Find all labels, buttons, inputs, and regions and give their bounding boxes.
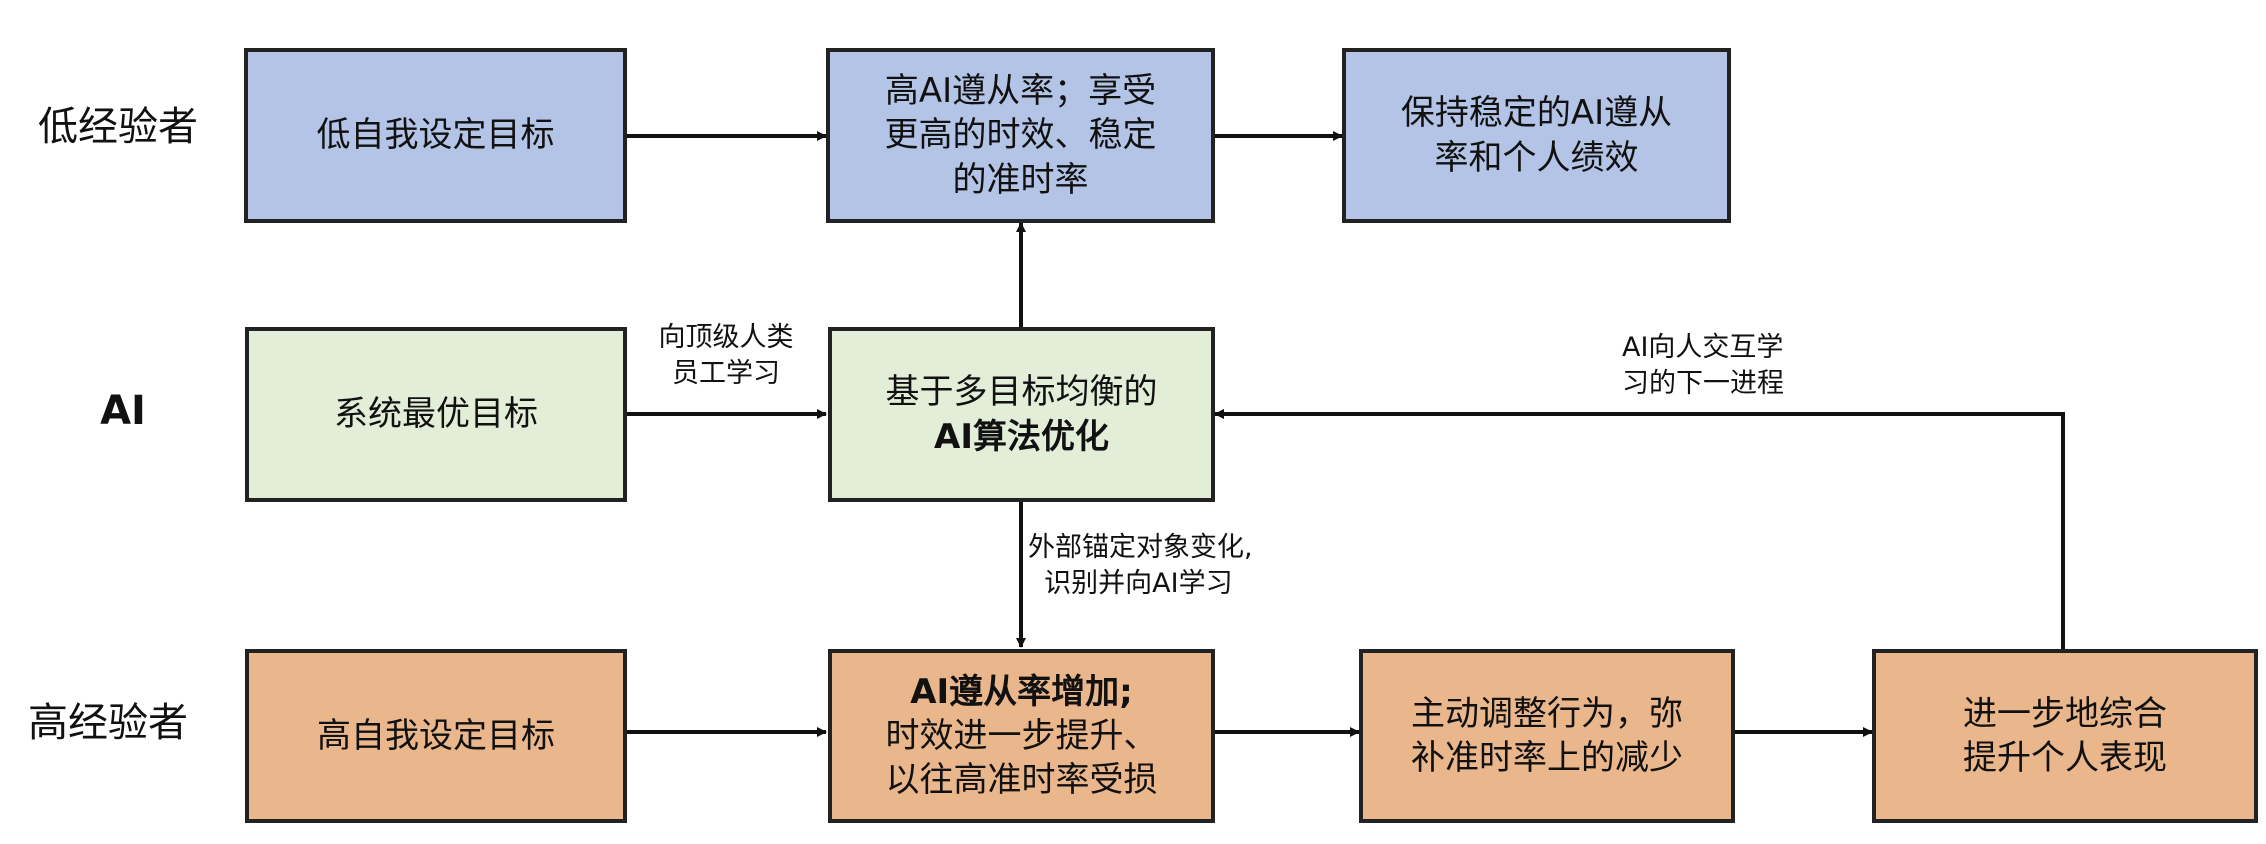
box-ai-goal: 系统最优目标 (245, 327, 627, 502)
box-text: 补准时率上的减少 (1411, 738, 1683, 778)
box-text: 系统最优目标 (334, 394, 538, 435)
box-text: 时效进一步提升、 (885, 715, 1158, 756)
box-text: AI遵从率增加; (910, 671, 1133, 712)
edge-text: 向顶级人类 (658, 322, 794, 353)
box-low-goal: 低自我设定目标 (244, 48, 627, 223)
box-text: 低自我设定目标 (316, 115, 555, 156)
row-label-ai: AI (100, 388, 146, 434)
row-label-high-experience: 高经验者 (28, 700, 188, 746)
box-text: 率和个人绩效 (1434, 137, 1639, 178)
edge-label-feedback: AI向人交互学 习的下一进程 (1622, 330, 1784, 403)
row-label-low-experience: 低经验者 (38, 104, 198, 150)
box-low-compliance: 高AI遵从率；享受 更高的时效、稳定 的准时率 (826, 48, 1215, 223)
edge-text: 外部锚定对象变化, (1028, 532, 1253, 563)
box-text: AI算法优化 (934, 416, 1109, 457)
box-high-adjust: 主动调整行为，弥 补准时率上的减少 (1359, 649, 1735, 823)
box-high-outcome: 进一步地综合 提升个人表现 (1872, 649, 2258, 823)
edge-label-learn-top: 向顶级人类 员工学习 (636, 320, 816, 393)
box-text: 的准时率 (952, 159, 1089, 200)
box-low-outcome: 保持稳定的AI遵从 率和个人绩效 (1342, 48, 1731, 223)
box-text: 保持稳定的AI遵从 (1400, 93, 1673, 134)
box-text: 主动调整行为，弥 (1411, 693, 1683, 734)
edge-text: AI向人交互学 (1622, 332, 1784, 363)
edge-text: 识别并向AI学习 (1044, 568, 1233, 600)
box-text: 提升个人表现 (1963, 738, 2167, 778)
box-text: 高自我设定目标 (317, 715, 555, 756)
box-text: 高AI遵从率；享受 (884, 71, 1157, 112)
box-high-goal: 高自我设定目标 (245, 649, 627, 823)
arrow-feedback (1214, 409, 2065, 649)
box-text: 基于多目标均衡的 (885, 372, 1158, 413)
box-high-compliance: AI遵从率增加; 时效进一步提升、 以往高准时率受损 (828, 649, 1215, 823)
edge-label-external: 外部锚定对象变化, 识别并向AI学习 (1028, 530, 1253, 603)
box-ai-optimization: 基于多目标均衡的 AI算法优化 (828, 327, 1215, 502)
box-text: 以往高准时率受损 (885, 760, 1158, 801)
edge-text: 员工学习 (672, 358, 780, 390)
edge-text: 习的下一进程 (1622, 368, 1784, 400)
box-text: 更高的时效、稳定 (884, 115, 1157, 156)
box-text: 进一步地综合 (1963, 693, 2167, 734)
